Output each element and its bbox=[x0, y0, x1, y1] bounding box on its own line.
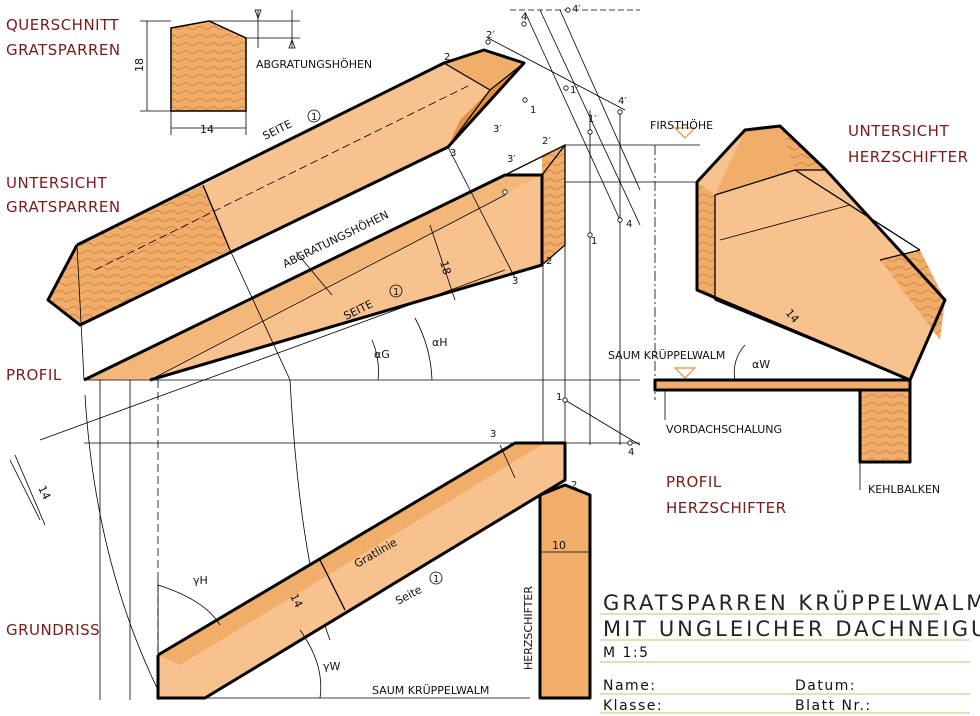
cross-section bbox=[140, 9, 300, 135]
label-querschnitt: QUERSCHNITT bbox=[6, 16, 120, 34]
annot-herzschifter: HERZSCHIFTER bbox=[522, 586, 535, 670]
field-datum: Datum: bbox=[795, 678, 856, 694]
pt-3p-a: 3′ bbox=[493, 124, 502, 135]
angle-gamma-w: γW bbox=[323, 660, 341, 673]
annot-firsthohe: FIRSTHÖHE bbox=[650, 119, 713, 132]
pt-3-mid: 3 bbox=[512, 276, 518, 287]
pt-4p-top: 4′ bbox=[572, 4, 581, 15]
angle-alpha-w: αW bbox=[752, 358, 770, 371]
title-line-1: GRATSPARREN KRÜPPELWALM bbox=[603, 590, 980, 615]
annot-seite-grundriss: Seite bbox=[393, 583, 424, 608]
label-profil-herz: PROFIL bbox=[666, 473, 722, 491]
dim-14-b: 14 bbox=[35, 484, 53, 502]
seite-circles: 1 1 1 bbox=[307, 109, 443, 585]
construction-lines bbox=[9, 9, 700, 700]
herzschifter-profile bbox=[653, 127, 912, 490]
pt-4-mid: 4 bbox=[626, 219, 632, 230]
label-profil: PROFIL bbox=[6, 366, 62, 384]
pt-1-low: 1 bbox=[556, 392, 562, 403]
angle-alpha-h: αH bbox=[432, 336, 448, 349]
dim-14-a: 14 bbox=[200, 123, 214, 136]
pt-4p-mid: 4′ bbox=[618, 96, 627, 107]
pt-2-low: 2 bbox=[571, 480, 577, 491]
label-gratsparren-1: GRATSPARREN bbox=[6, 41, 121, 59]
label-untersicht-grat: UNTERSICHT bbox=[6, 174, 107, 192]
herzschifter-plan bbox=[538, 483, 592, 700]
herzschifter-underside bbox=[695, 124, 947, 382]
view-labels: QUERSCHNITT GRATSPARREN UNTERSICHT GRATS… bbox=[6, 16, 969, 639]
dim-14-c: 14 bbox=[287, 592, 305, 610]
annot-vordachschalung: VORDACHSCHALUNG bbox=[666, 423, 782, 436]
pt-2-mid: 2 bbox=[546, 256, 552, 267]
rafter-underside bbox=[46, 48, 526, 327]
label-grundriss: GRUNDRISS bbox=[6, 621, 100, 639]
field-name: Name: bbox=[603, 678, 657, 694]
point-labels: 2 2′ 4 4′ 1 1′ 4′ 1′ 3′ 3 2′ 3′ 4 1 2 3 … bbox=[444, 4, 634, 491]
pt-1p-mid: 1′ bbox=[588, 114, 597, 125]
angle-alpha-g: αG bbox=[374, 348, 390, 361]
title-scale: M 1:5 bbox=[603, 645, 650, 661]
pt-2p-mid: 2′ bbox=[542, 136, 551, 147]
pt-3-a: 3 bbox=[450, 148, 456, 159]
pt-1-top: 1 bbox=[530, 105, 536, 116]
field-klasse: Klasse: bbox=[603, 698, 663, 714]
point-markers bbox=[485, 7, 633, 446]
label-gratsparren-2: GRATSPARREN bbox=[6, 198, 121, 216]
pt-1-mid: 1 bbox=[591, 236, 597, 247]
title-block: GRATSPARREN KRÜPPELWALM MIT UNGLEICHER D… bbox=[600, 590, 980, 714]
pt-2-top: 2 bbox=[444, 52, 450, 63]
rafter-profile bbox=[83, 143, 640, 444]
pt-1p-top: 1′ bbox=[570, 85, 579, 96]
seite-num-grundriss: 1 bbox=[433, 574, 439, 585]
pt-3p-b: 3′ bbox=[507, 154, 516, 165]
title-line-2: MIT UNGLEICHER DACHNEIGUNG bbox=[603, 617, 980, 641]
annot-saum-right: SAUM KRÜPPELWALM bbox=[608, 349, 725, 362]
pt-4-top: 4 bbox=[521, 12, 527, 23]
annot-kehlbalken: KEHLBALKEN bbox=[868, 483, 940, 496]
label-herzschifter-1: HERZSCHIFTER bbox=[848, 148, 969, 166]
rafter-plan bbox=[156, 441, 567, 700]
seite-num-top: 1 bbox=[311, 112, 317, 123]
dim-18-a: 18 bbox=[133, 58, 146, 72]
angle-gamma-h: γH bbox=[193, 574, 208, 587]
seite-num-mid: 1 bbox=[393, 287, 399, 298]
annot-saum-bottom: SAUM KRÜPPELWALM bbox=[372, 684, 489, 697]
label-herzschifter-2: HERZSCHIFTER bbox=[666, 499, 787, 517]
pt-3-low: 3 bbox=[490, 429, 496, 440]
label-untersicht-herz: UNTERSICHT bbox=[848, 122, 949, 140]
pt-4-low: 4 bbox=[628, 447, 634, 458]
dim-18-b: 18 bbox=[437, 259, 453, 276]
annot-abgratungshohen-top: ABGRATUNGSHÖHEN bbox=[256, 58, 372, 71]
field-blatt: Blatt Nr.: bbox=[795, 698, 872, 714]
dim-10: 10 bbox=[552, 539, 566, 552]
pt-2p-top: 2′ bbox=[486, 30, 495, 41]
